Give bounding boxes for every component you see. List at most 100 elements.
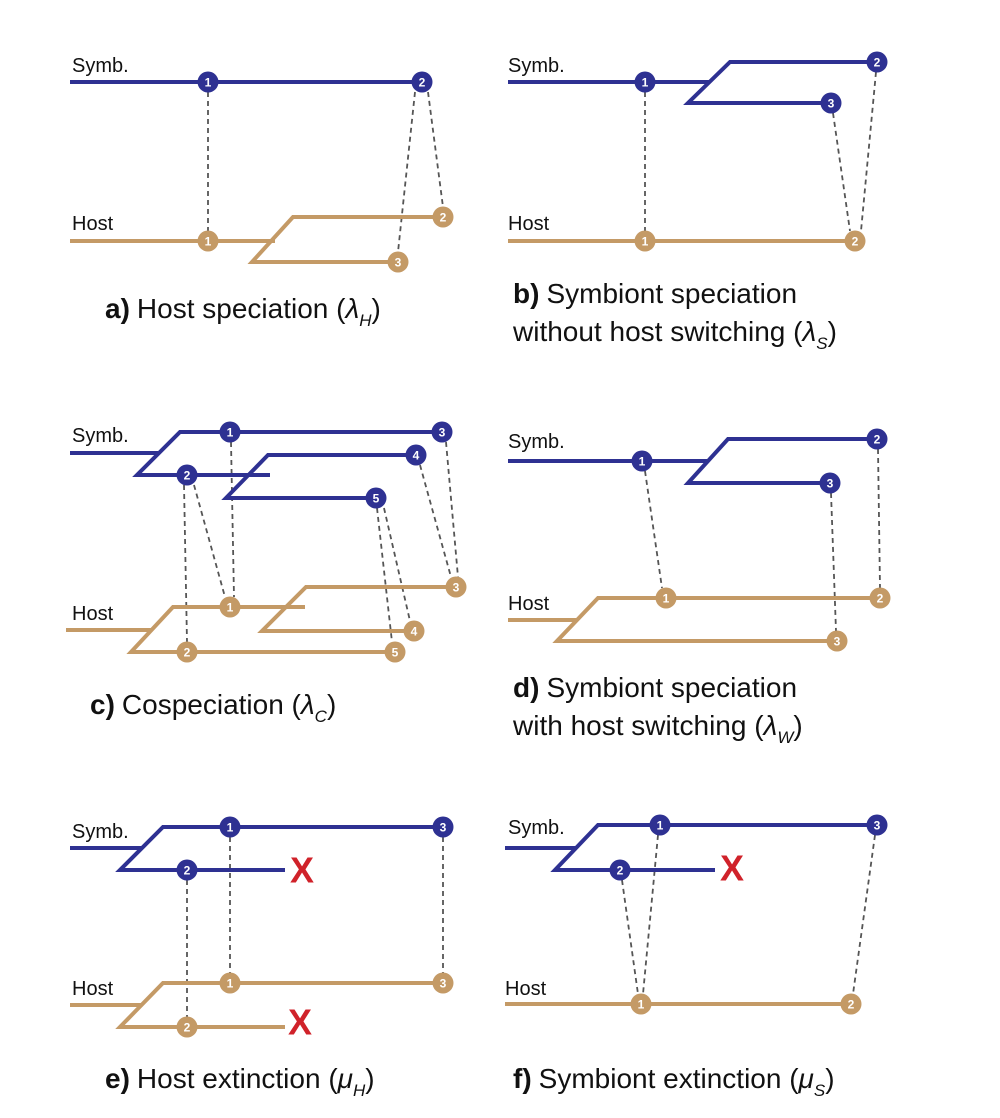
association-link (419, 464, 452, 578)
symbiont-branch (221, 453, 416, 500)
association-link (397, 91, 416, 253)
symbiont-node-circle (866, 814, 888, 836)
symbiont-node-number: 1 (657, 819, 664, 833)
host-node-number: 1 (205, 235, 212, 249)
host-node-number: 2 (852, 235, 859, 249)
host-label: Host (72, 603, 114, 625)
panel-letter: e) (105, 1063, 130, 1094)
rate-symbol: μ (337, 1063, 353, 1094)
symbiont-node-number: 1 (205, 76, 212, 90)
host-node-number: 2 (440, 211, 447, 225)
host-branch (247, 215, 443, 264)
host-node: 2 (176, 641, 198, 663)
caption-close: ) (793, 710, 802, 741)
panel-caption: e)Host extinction (μH) (105, 1063, 375, 1100)
symbiont-node: 1 (634, 71, 656, 93)
rate-symbol: λ (762, 710, 778, 741)
panel-letter: d) (513, 672, 539, 703)
association-link (852, 834, 876, 995)
association-link (427, 91, 444, 208)
symbiont-node-number: 1 (642, 76, 649, 90)
rate-subscript: S (816, 334, 828, 353)
association-link (445, 441, 459, 578)
symbiont-node: 3 (866, 814, 888, 836)
symbiont-label: Symb. (72, 55, 129, 77)
panel-caption: with host switching (λW) (512, 710, 803, 747)
symbiont-node: 3 (819, 472, 841, 494)
symbiont-node-number: 1 (639, 455, 646, 469)
panel-caption: without host switching (λS) (512, 316, 837, 353)
association-link (832, 112, 851, 232)
host-node-circle (387, 251, 409, 273)
panel-caption: c)Cospeciation (λC) (90, 689, 336, 726)
caption-text: Symbiont extinction ( (539, 1063, 800, 1094)
symbiont-label: Symb. (508, 55, 565, 77)
symbiont-node-number: 1 (227, 821, 234, 835)
host-node-circle (197, 230, 219, 252)
symbiont-node-number: 3 (439, 426, 446, 440)
caption-text: Host extinction ( (137, 1063, 338, 1094)
symbiont-node-circle (609, 859, 631, 881)
symbiont-node-circle (866, 428, 888, 450)
host-node-number: 3 (834, 635, 841, 649)
symbiont-node-circle (219, 816, 241, 838)
rate-symbol: λ (299, 689, 315, 720)
host-node: 3 (445, 576, 467, 598)
host-extinction-mark: X (288, 1002, 312, 1043)
host-branch (552, 596, 880, 643)
host-node-number: 2 (184, 1021, 191, 1035)
host-node: 1 (630, 993, 652, 1015)
rate-symbol: λ (343, 293, 359, 324)
host-node: 1 (197, 230, 219, 252)
panel-caption: b)Symbiont speciation (513, 278, 797, 309)
host-branch (115, 981, 443, 1029)
association-link (621, 879, 639, 995)
symbiont-node-number: 3 (827, 477, 834, 491)
caption-close: ) (828, 316, 837, 347)
caption-text: Host speciation ( (137, 293, 346, 324)
host-node-number: 2 (877, 592, 884, 606)
host-node-number: 1 (638, 998, 645, 1012)
host-node-number: 2 (184, 646, 191, 660)
host-node-number: 3 (453, 581, 460, 595)
panel-letter: b) (513, 278, 539, 309)
symbiont-node: 5 (365, 487, 387, 509)
host-node: 5 (384, 641, 406, 663)
symbiont-node-circle (649, 814, 671, 836)
host-node-number: 5 (392, 646, 399, 660)
host-label: Host (508, 593, 550, 615)
host-node: 1 (655, 587, 677, 609)
association-link (183, 484, 188, 643)
symbiont-node-number: 2 (419, 76, 426, 90)
host-node: 3 (387, 251, 409, 273)
symbiont-node-number: 3 (828, 97, 835, 111)
symbiont-node-circle (176, 464, 198, 486)
host-node: 2 (844, 230, 866, 252)
association-link (376, 507, 393, 643)
association-link (644, 470, 663, 589)
host-node: 1 (219, 972, 241, 994)
symbiont-extinction-mark: X (290, 850, 314, 891)
symbiont-node-number: 2 (874, 433, 881, 447)
host-label: Host (72, 213, 114, 235)
rate-symbol: μ (798, 1063, 814, 1094)
association-link (383, 507, 411, 622)
symbiont-node: 3 (431, 421, 453, 443)
caption-close: ) (327, 689, 336, 720)
host-node-circle (634, 230, 656, 252)
host-node-circle (630, 993, 652, 1015)
symbiont-node: 3 (820, 92, 842, 114)
caption-text: with host switching ( (512, 710, 764, 741)
symbiont-node-circle (634, 71, 656, 93)
host-node: 4 (403, 620, 425, 642)
caption-close: ) (825, 1063, 834, 1094)
symbiont-label: Symb. (508, 431, 565, 453)
association-link (877, 448, 881, 589)
symbiont-branch (683, 437, 877, 485)
rate-subscript: W (777, 728, 795, 747)
symbiont-node-number: 3 (874, 819, 881, 833)
symbiont-node: 2 (609, 859, 631, 881)
